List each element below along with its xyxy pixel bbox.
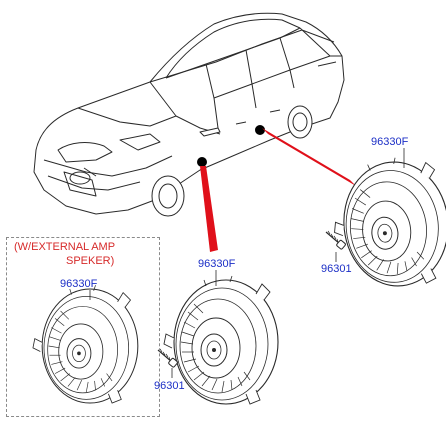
- leader-line-right: [262, 128, 356, 186]
- car-icon: [33, 12, 345, 217]
- part-label-screw-right[interactable]: 96301: [321, 263, 352, 275]
- external-amp-box: [6, 237, 160, 417]
- front-door-speaker-location: [197, 157, 207, 167]
- rear-door-speaker-location: [255, 125, 265, 135]
- leader-line-center: [200, 166, 218, 252]
- callout-lines: [89, 148, 405, 378]
- part-label-speaker-right[interactable]: 96330F: [371, 136, 409, 148]
- part-label-screw-center[interactable]: 96301: [154, 380, 185, 392]
- part-label-speaker-external[interactable]: 96330F: [60, 278, 98, 290]
- part-label-speaker-center[interactable]: 96330F: [198, 258, 236, 270]
- external-amp-note-line1: (W/EXTERNAL AMP: [14, 241, 116, 253]
- external-amp-note-line2: SPEKER): [66, 255, 115, 267]
